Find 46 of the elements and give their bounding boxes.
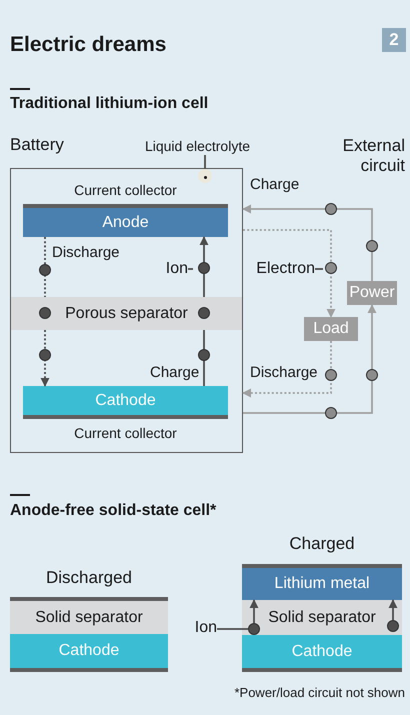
cathode-layer: Cathode [23,386,228,415]
lithium-metal-layer: Lithium metal [242,568,402,600]
cathode-layer: Cathode [242,635,402,668]
load-box: Load [304,317,358,341]
arrow [388,599,398,620]
leader-line [217,628,248,630]
section-heading: Traditional lithium-ion cell [10,95,210,114]
leader-line [204,155,206,169]
separator-layer: Porous separator [11,297,242,330]
edge-label: Charge [250,176,300,193]
page-number: 2 [382,28,406,52]
arrow [242,204,373,281]
state-label: Discharged [45,568,133,588]
separator-layer: Solid separator [10,601,168,634]
connector-line [44,237,46,297]
footnote: *Power/load circuit not shown [233,686,405,701]
callout-label: Ion [189,618,217,638]
separator-layer: Solid separator [242,600,402,635]
section-heading: Anode-free solid-state cell* [10,502,218,520]
edge-label: Discharge [250,364,318,381]
edge-label: Discharge [52,244,120,261]
arrow [243,304,376,414]
leader-line [188,268,193,270]
arrow [250,599,258,623]
connector-line [203,330,205,386]
title: Electric dreams [10,33,166,57]
arrow [242,341,332,398]
edge-label: Charge [150,364,200,381]
leader-line [315,268,323,270]
section-label: External circuit [342,136,405,176]
power-box: Power [347,281,397,305]
ion-dot [248,623,260,635]
part-label: Current collector [73,425,178,441]
part-label: Current collector [73,182,178,198]
cathode-layer: Cathode [10,634,168,668]
arrow [243,229,336,318]
battery-heading: Battery [10,135,64,155]
anode-layer: Anode [23,208,228,237]
callout-label: Electron [249,259,315,279]
electrolyte-bubble [198,169,212,183]
arrow [200,236,208,297]
arrow [40,330,50,387]
state-label: Charged [288,534,356,554]
ion-dot [387,620,399,632]
callout-label: Liquid electrolyte [122,137,250,155]
callout-label: Ion [158,259,188,279]
